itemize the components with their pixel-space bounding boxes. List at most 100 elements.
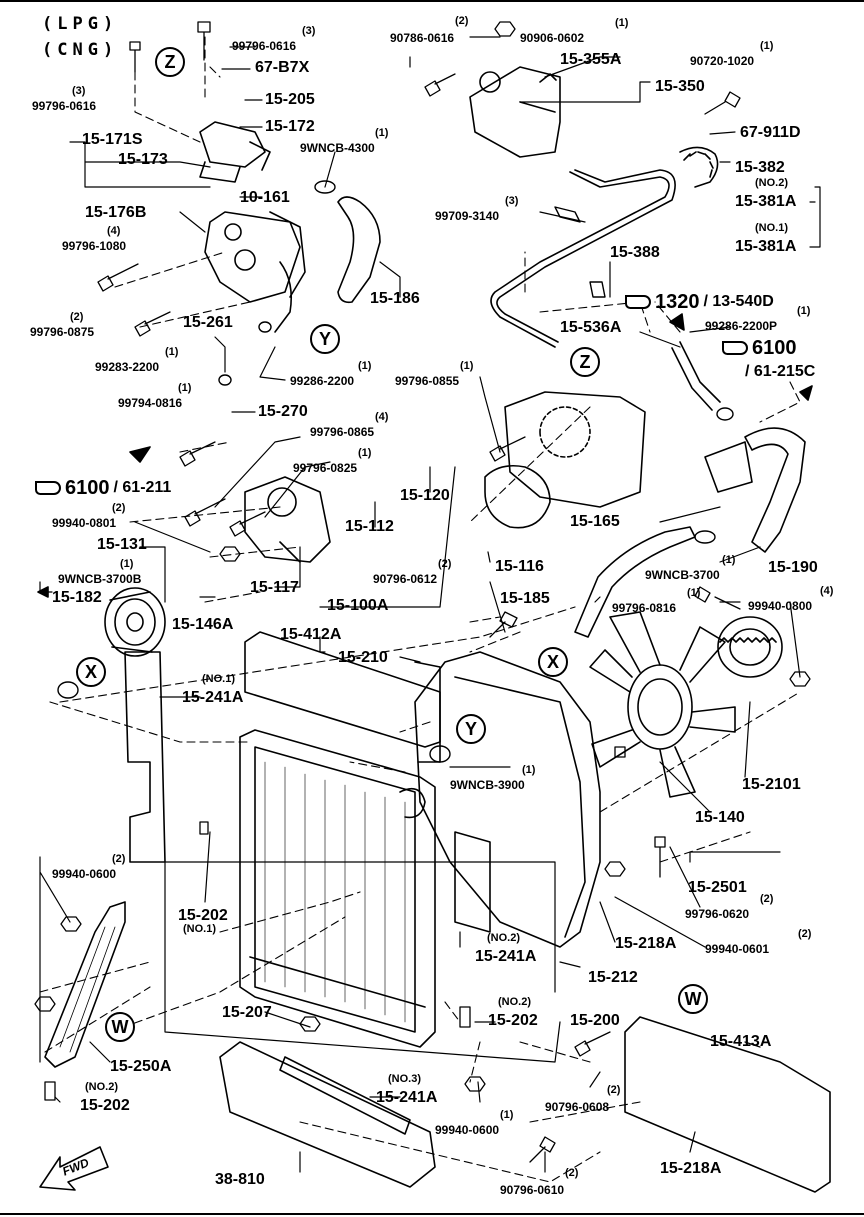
part-number-label[interactable]: 9WNCB-3900	[450, 778, 525, 792]
part-number-label[interactable]: 15-212	[588, 969, 638, 986]
part-number-label[interactable]: 15-207	[222, 1004, 272, 1021]
part-number-label[interactable]: 15-241A	[475, 948, 537, 965]
connector-x-left: X	[76, 657, 106, 687]
part-number-label[interactable]: 15-381A	[735, 193, 797, 210]
part-number-label[interactable]: 99940-0801	[52, 516, 117, 530]
part-number-label[interactable]: 15-172	[265, 118, 315, 135]
part-number-label[interactable]: 15-120	[400, 487, 450, 504]
part-number-label[interactable]: 15-241A	[376, 1089, 438, 1106]
part-quantity-label: (1)	[687, 587, 701, 599]
part-number-label[interactable]: 99796-0616	[32, 99, 97, 113]
part-number-label[interactable]: 15-270	[258, 403, 308, 420]
part-number-label[interactable]: 15-413A	[710, 1033, 772, 1050]
part-number-label[interactable]: 15-140	[695, 809, 745, 826]
part-number-label[interactable]: 99796-0865	[310, 425, 375, 439]
part-number-label[interactable]: 99286-2200P	[705, 319, 778, 333]
part-number-label[interactable]: 99709-3140	[435, 209, 500, 223]
cooling-fan	[589, 611, 736, 798]
part-number-label[interactable]: 90796-0612	[373, 572, 438, 586]
part-quantity-label: (4)	[820, 585, 834, 597]
part-number-label[interactable]: 99283-2200	[95, 360, 160, 374]
part-number-label[interactable]: 15-536A	[560, 319, 622, 336]
hose-right	[744, 427, 806, 553]
part-number-label[interactable]: 15-355A	[560, 51, 622, 68]
part-number-label[interactable]: 90720-1020	[690, 54, 755, 68]
part-number-label[interactable]: 15-186	[370, 290, 420, 307]
connector-z-upper: Z	[155, 47, 185, 77]
part-number-label[interactable]: 15-165	[570, 513, 620, 530]
part-number-label[interactable]: 99796-0825	[293, 461, 358, 475]
part-number-label[interactable]: 15-261	[183, 314, 233, 331]
part-number-label[interactable]: 90796-0608	[545, 1100, 610, 1114]
thermostat-housing	[199, 121, 306, 333]
part-number-label[interactable]: 15-241A	[182, 689, 244, 706]
part-number-label[interactable]: 15-146A	[172, 616, 234, 633]
part-quantity-label: (3)	[505, 195, 519, 207]
part-number-label[interactable]: 15-182	[52, 589, 102, 606]
part-number-label[interactable]: 15-100A	[327, 597, 389, 614]
part-number-label[interactable]: 15-250A	[110, 1058, 172, 1075]
part-number-label[interactable]: 99796-0616	[232, 39, 297, 53]
part-number-label[interactable]: 15-382	[735, 159, 785, 176]
part-number-label[interactable]: 15-202	[80, 1097, 130, 1114]
part-number-label[interactable]: 15-200	[570, 1012, 620, 1029]
part-number-label[interactable]: 90906-0602	[520, 31, 585, 45]
part-number-label[interactable]: 15-202	[488, 1012, 538, 1029]
part-quantity-label: (2)	[438, 558, 452, 570]
part-number-label[interactable]: 15-2501	[688, 879, 747, 896]
part-number-label[interactable]: 90786-0616	[390, 31, 455, 45]
part-number-label[interactable]: 9WNCB-4300	[300, 141, 375, 155]
part-number-label[interactable]: 9WNCB-3700	[645, 568, 720, 582]
engine-block	[484, 391, 646, 529]
part-number-label[interactable]: 15-381A	[735, 238, 797, 255]
part-number-label[interactable]: 15-190	[768, 559, 818, 576]
part-quantity-label: (1)	[178, 382, 192, 394]
pointing-hand-icon	[722, 341, 748, 355]
part-number-label[interactable]: 15-176B	[85, 204, 147, 221]
part-number-label[interactable]: 15-171S	[82, 131, 143, 148]
part-number-label[interactable]: 9WNCB-3700B	[58, 572, 142, 586]
part-quantity-label: (NO.1)	[755, 222, 788, 234]
ref-1320[interactable]: 1320 / 13-540D	[625, 292, 774, 312]
part-number-label[interactable]: 99796-0875	[30, 325, 95, 339]
part-number-label[interactable]: 15-205	[265, 91, 315, 108]
part-number-label[interactable]: 90796-0610	[500, 1183, 565, 1197]
part-number-label[interactable]: 99796-0816	[612, 601, 677, 615]
ref-6100-right[interactable]: 6100	[722, 338, 797, 358]
part-number-label[interactable]: 15-202	[178, 907, 228, 924]
part-number-label[interactable]: 15-412A	[280, 626, 342, 643]
part-number-label[interactable]: 15-173	[118, 151, 168, 168]
part-number-label[interactable]: 99796-0855	[395, 374, 460, 388]
part-number-label[interactable]: 15-112	[345, 518, 394, 535]
part-number-label[interactable]: 99940-0600	[435, 1123, 500, 1137]
part-number-label[interactable]: 15-210	[338, 649, 388, 666]
part-number-label[interactable]: 99940-0800	[748, 599, 813, 613]
part-quantity-label: (4)	[107, 225, 121, 237]
fuel-type-lpg: (LPG)	[42, 14, 119, 34]
part-number-label[interactable]: 15-185	[500, 590, 550, 607]
part-number-label[interactable]: 15-131	[97, 536, 147, 553]
part-number-label[interactable]: 15-218A	[615, 935, 677, 952]
ref-6100-left[interactable]: 6100 / 61-211	[35, 478, 171, 498]
part-number-label[interactable]: 99940-0601	[705, 942, 770, 956]
part-quantity-label: (1)	[358, 447, 372, 459]
part-number-label[interactable]: 15-2101	[742, 776, 801, 793]
part-number-label[interactable]: 67-911D	[740, 124, 801, 141]
part-number-label[interactable]: 15-350	[655, 78, 705, 95]
part-number-label[interactable]: 67-B7X	[255, 59, 310, 76]
part-number-label[interactable]: 10-161	[240, 189, 290, 206]
part-number-label[interactable]: 99796-1080	[62, 239, 127, 253]
pointing-hand-icon	[625, 295, 651, 309]
connector-y-lower: Y	[456, 714, 486, 744]
part-number-label[interactable]: 99796-0620	[685, 907, 750, 921]
fluid-coupling	[717, 616, 783, 678]
part-number-label[interactable]: 15-388	[610, 244, 660, 261]
part-number-label[interactable]: 15-218A	[660, 1160, 722, 1177]
part-quantity-label: (1)	[120, 558, 134, 570]
part-number-label[interactable]: 99940-0600	[52, 867, 117, 881]
part-number-label[interactable]: 99794-0816	[118, 396, 183, 410]
part-number-label[interactable]: 99286-2200	[290, 374, 355, 388]
part-number-label[interactable]: 38-810	[215, 1171, 265, 1188]
part-number-label[interactable]: 15-116	[495, 558, 544, 575]
part-number-label[interactable]: 15-117	[250, 579, 299, 596]
